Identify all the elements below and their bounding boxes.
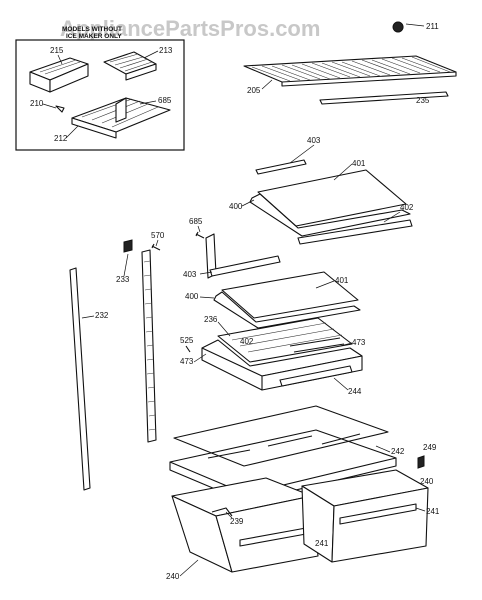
part-215-ice-tray bbox=[29, 57, 89, 93]
part-235-trim bbox=[319, 91, 449, 105]
callout-402-middle: 402 bbox=[240, 337, 254, 346]
callout-213: 213 bbox=[159, 46, 173, 55]
callout-244: 244 bbox=[348, 387, 362, 396]
callout-242: 242 bbox=[391, 447, 405, 456]
inset-title: MODELS WITHOUT bbox=[62, 26, 122, 33]
callout-233: 233 bbox=[116, 275, 130, 284]
part-ladder-rail bbox=[141, 249, 157, 443]
part-403-upper-trim bbox=[255, 159, 307, 175]
callout-240-left: 240 bbox=[166, 572, 180, 581]
watermark-text: AppliancePartsPros.com bbox=[60, 16, 320, 41]
callout-205: 205 bbox=[247, 86, 261, 95]
part-525-screw bbox=[185, 345, 191, 353]
part-242-glass bbox=[173, 405, 389, 467]
callout-241-middle: 241 bbox=[315, 539, 329, 548]
part-205-wire-shelf bbox=[243, 55, 457, 87]
part-233-bracket bbox=[123, 239, 133, 253]
part-401-middle-glass bbox=[221, 271, 359, 319]
callout-525: 525 bbox=[180, 336, 194, 345]
callout-212: 212 bbox=[54, 134, 68, 143]
part-403-middle-trim bbox=[209, 255, 281, 277]
callout-232: 232 bbox=[95, 311, 109, 320]
part-210-clip bbox=[55, 105, 65, 113]
part-400-middle-frame bbox=[213, 291, 361, 329]
crisper-drawer-right bbox=[301, 469, 429, 563]
part-402-upper-trim bbox=[297, 219, 413, 245]
callout-473-right: 473 bbox=[352, 338, 366, 347]
inset-box: MODELS WITHOUT ICE MAKER ONLY 215 213 21 bbox=[15, 26, 185, 151]
callout-211: 211 bbox=[426, 22, 439, 31]
callout-403-middle: 403 bbox=[183, 270, 197, 279]
callout-400-middle: 400 bbox=[185, 292, 199, 301]
callout-401-upper: 401 bbox=[352, 159, 366, 168]
part-232-left-rail bbox=[69, 267, 91, 491]
callout-241-right: 241 bbox=[426, 507, 440, 516]
part-685-screw bbox=[195, 231, 205, 239]
middle-glass-shelf-assembly bbox=[205, 233, 361, 329]
callout-235: 235 bbox=[416, 96, 430, 105]
callout-210: 210 bbox=[30, 99, 44, 108]
callout-236: 236 bbox=[204, 315, 218, 324]
part-400-upper-frame bbox=[249, 193, 411, 237]
callout-239: 239 bbox=[230, 517, 244, 526]
callout-249: 249 bbox=[423, 443, 437, 452]
crisper-drawer-left bbox=[171, 477, 319, 573]
callout-685: 685 bbox=[189, 217, 203, 226]
part-236-cover bbox=[217, 317, 353, 363]
upper-glass-shelf-assembly bbox=[249, 159, 413, 245]
callout-473-left: 473 bbox=[180, 357, 194, 366]
part-213-ice-cube-tray bbox=[103, 51, 157, 81]
callout-240-right: 240 bbox=[420, 477, 434, 486]
callout-403-upper: 403 bbox=[307, 136, 321, 145]
callout-570: 570 bbox=[151, 231, 165, 240]
callout-685-inset: 685 bbox=[158, 96, 172, 105]
part-244-handle bbox=[279, 365, 353, 387]
part-211-screw bbox=[392, 21, 404, 33]
part-570-screw bbox=[151, 243, 161, 251]
inset-subtitle: ICE MAKER ONLY bbox=[66, 33, 122, 40]
callout-401-middle: 401 bbox=[335, 276, 349, 285]
meat-pan-assembly bbox=[201, 317, 363, 391]
part-401-upper-glass bbox=[257, 169, 407, 227]
callout-215: 215 bbox=[50, 46, 64, 55]
inset-frame bbox=[15, 39, 185, 151]
callout-402-upper: 402 bbox=[400, 203, 414, 212]
part-249-screw bbox=[417, 455, 425, 469]
callout-400-upper: 400 bbox=[229, 202, 243, 211]
part-212-ice-bin bbox=[71, 97, 171, 139]
part-239-slide bbox=[211, 507, 233, 517]
